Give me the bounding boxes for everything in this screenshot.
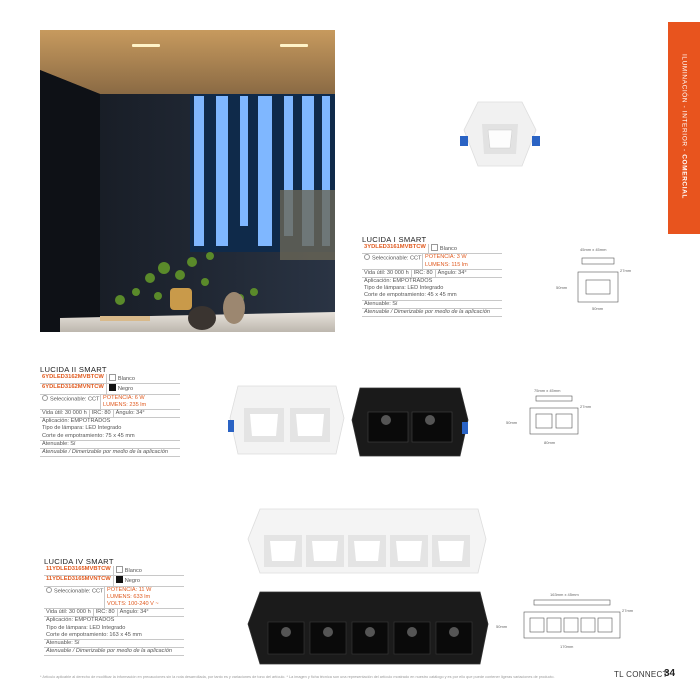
radio-icon [46, 586, 52, 593]
color-option: Negro [114, 576, 142, 585]
dim-right: 27mm [580, 404, 592, 409]
product-image-lucida-2-black [350, 384, 470, 465]
color-option: Negro [107, 384, 135, 393]
dimension-diagram-lucida-4: 163mm x 45mm 27mm 50mm 170mm [494, 590, 642, 657]
dim-left: 50mm [496, 624, 508, 629]
black-swatch [108, 384, 116, 392]
product-title: LUCIDA I SMART [362, 235, 427, 244]
black-swatch [115, 576, 123, 584]
footer-disclaimer: * Artículo aplicable al derecho de modif… [40, 675, 555, 679]
irc: IRC: 80 [94, 609, 118, 617]
spec-block-lucida-1: LUCIDA I SMART 3YDLED3161MVBTCW Blanco S… [362, 235, 502, 318]
product-code: 11YDLED3165MVBTCW [44, 566, 114, 576]
life-span: Vida útil: 30 000 h [40, 410, 90, 418]
dimension-diagram-lucida-1: 45mm x 45mm 27mm 50mm 50mm [556, 244, 638, 319]
color-option: Blanco [114, 566, 144, 575]
dim-bottom: 50mm [592, 306, 604, 311]
lamp-type: Tipo de lámpara: LED Integrado [42, 425, 122, 432]
product-image-lucida-1 [460, 100, 540, 175]
selectable-option: Seleccionable: CCT [44, 586, 105, 609]
dim-left: 50mm [506, 420, 518, 425]
dim-left: 50mm [556, 285, 568, 290]
product-code: 11YDLED3165MVNTCW [44, 576, 114, 586]
cut-out: Corte de empotramiento: 163 x 45 mm [44, 632, 184, 641]
life-span: Vida útil: 30 000 h [44, 609, 94, 617]
angle: Ángulo: 34° [115, 410, 145, 417]
product-title: LUCIDA IV SMART [44, 557, 114, 566]
irc: IRC: 80 [412, 269, 436, 278]
dimension-diagram-lucida-2: 75mm x 45mm 27mm 50mm 80mm [506, 386, 598, 453]
dimmable: Atenuable: Sí [362, 301, 502, 309]
dim-right: 27mm [620, 268, 632, 273]
interior-photo [40, 30, 335, 332]
dim-top: 163mm x 45mm [550, 592, 579, 597]
white-swatch [115, 566, 123, 574]
product-code: 3YDLED3161MVBTCW [362, 244, 429, 254]
white-swatch [108, 374, 116, 382]
product-image-lucida-4-white [246, 505, 488, 582]
dimmable: Atenuable: Sí [40, 441, 180, 450]
color-option: Blanco [429, 244, 459, 253]
application: Aplicación: EMPOTRADOS [46, 617, 115, 624]
radio-icon [364, 254, 370, 261]
lamp-type: Tipo de lámpara: LED Integrado [46, 624, 126, 631]
product-code: 6YDLED3162MVBTCW [40, 374, 107, 384]
angle: Ángulo: 34° [437, 269, 467, 276]
product-title: LUCIDA II SMART [40, 365, 107, 374]
dim-bottom: 80mm [544, 440, 556, 445]
dimmable: Atenuable: Sí [44, 640, 184, 649]
product-image-lucida-4-black [246, 588, 490, 673]
category-tab: ILUMINACIÓN - INTERIOR - COMERCIAL [668, 22, 700, 234]
cut-out: Corte de empotramiento: 45 x 45 mm [362, 292, 502, 301]
selectable-option: Seleccionable: CCT [40, 394, 101, 410]
angle: Ángulo: 34° [119, 609, 149, 616]
dim-top: 45mm x 45mm [580, 247, 607, 252]
dimmable-note: Atenuable / Dimerizable por medio de la … [44, 648, 184, 657]
life-span: Vida útil: 30 000 h [362, 269, 412, 278]
spec-block-lucida-2: LUCIDA II SMART 6YDLED3162MVBTCW Blanco … [40, 365, 180, 458]
dimmable-note: Atenuable / Dimerizable por medio de la … [40, 449, 180, 458]
cut-out: Corte de empotramiento: 75 x 45 mm [40, 433, 180, 441]
dim-right: 27mm [622, 608, 634, 613]
page-number: 34 [664, 668, 676, 679]
color-option: Blanco [107, 374, 137, 383]
radio-icon [42, 394, 48, 401]
spec-block-lucida-4: LUCIDA IV SMART 11YDLED3165MVBTCW Blanco… [44, 557, 184, 657]
dim-top: 75mm x 45mm [534, 388, 561, 393]
application: Aplicación: EMPOTRADOS [364, 278, 433, 285]
application: Aplicación: EMPOTRADOS [42, 418, 111, 425]
selectable-option: Seleccionable: CCT [362, 254, 423, 269]
lamp-type: Tipo de lámpara: LED Integrado [364, 285, 444, 292]
brand-name: TL CONNECT [614, 670, 668, 679]
irc: IRC: 80 [90, 410, 114, 418]
product-code: 6YDLED3162MVNTCW [40, 384, 107, 394]
product-image-lucida-2-white [228, 382, 346, 463]
white-swatch [430, 244, 438, 252]
dim-bottom: 170mm [560, 644, 574, 649]
dimmable-note: Atenuable / Dimerizable por medio de la … [362, 309, 502, 318]
category-tab-label: ILUMINACIÓN - INTERIOR - COMERCIAL [680, 54, 688, 199]
